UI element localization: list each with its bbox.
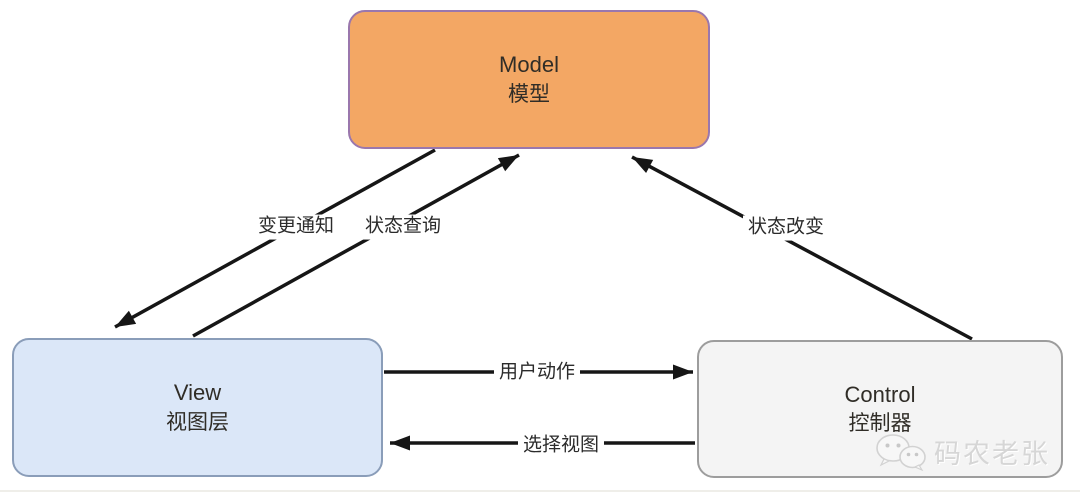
node-view-subtitle: 视图层: [166, 410, 229, 434]
node-control: Control 控制器: [697, 340, 1063, 478]
bottom-divider: [0, 490, 1080, 492]
node-model-title: Model: [499, 52, 559, 78]
node-control-title: Control: [844, 381, 916, 407]
node-model-subtitle: 模型: [508, 82, 550, 106]
edge-label-state-query: 状态查询: [359, 214, 447, 240]
edge-label-state-change: 状态改变: [742, 215, 830, 241]
node-view-title: View: [173, 380, 222, 406]
edge-state-query: [192, 153, 520, 338]
edge-label-select-view: 选择视图: [517, 433, 605, 459]
edge-state-change: [631, 155, 973, 341]
node-model: Model 模型: [348, 10, 710, 149]
node-view: View 视图层: [12, 338, 383, 477]
edge-label-user-action: 用户动作: [493, 360, 581, 386]
node-control-subtitle: 控制器: [848, 412, 912, 436]
edge-label-change-notify: 变更通知: [252, 214, 340, 240]
